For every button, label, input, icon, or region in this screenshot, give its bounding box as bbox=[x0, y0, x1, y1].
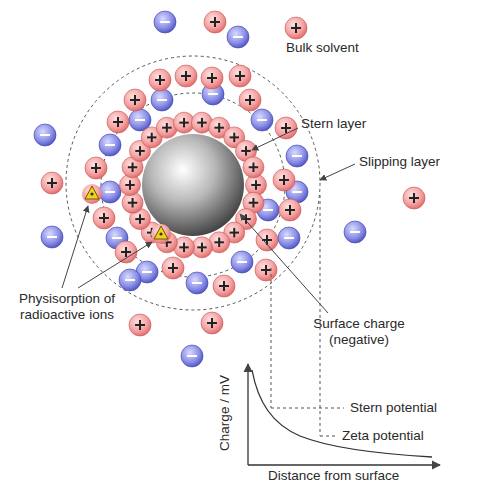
anion bbox=[278, 227, 300, 249]
callout-label: Distance from surface bbox=[268, 468, 399, 484]
cation bbox=[115, 241, 137, 263]
cation bbox=[129, 314, 151, 336]
cation bbox=[275, 117, 297, 139]
callout-label: Slipping layer bbox=[359, 154, 440, 170]
layer-boundaries bbox=[66, 56, 320, 310]
x-axis bbox=[248, 464, 440, 465]
anion bbox=[231, 251, 253, 273]
guide-line bbox=[320, 436, 338, 437]
cation bbox=[256, 229, 278, 251]
cation bbox=[403, 187, 425, 209]
callout-label: Physisorption of radioactive ions bbox=[8, 291, 126, 323]
anion bbox=[119, 269, 141, 291]
leader-line bbox=[252, 128, 298, 150]
anion bbox=[151, 89, 173, 111]
cation bbox=[107, 111, 129, 133]
guide-line bbox=[271, 408, 344, 409]
anion bbox=[344, 221, 366, 243]
anion bbox=[286, 145, 308, 167]
radioactive-ion bbox=[82, 184, 102, 204]
leader-line bbox=[240, 214, 328, 313]
cation bbox=[85, 157, 107, 179]
slipping-boundary bbox=[66, 56, 320, 310]
anion bbox=[181, 345, 203, 367]
anion bbox=[34, 124, 56, 146]
cation bbox=[93, 207, 115, 229]
anion bbox=[99, 181, 121, 203]
potential-guides bbox=[271, 195, 344, 436]
cation bbox=[229, 65, 251, 87]
cation bbox=[285, 17, 307, 39]
stern-ions bbox=[120, 112, 267, 258]
cation bbox=[124, 89, 146, 111]
leader-line bbox=[62, 206, 88, 288]
cation bbox=[162, 257, 184, 279]
cation bbox=[149, 69, 171, 91]
callout-label: Surface charge (negative) bbox=[300, 316, 418, 348]
cation bbox=[273, 169, 295, 191]
anion bbox=[227, 26, 249, 48]
leader-line bbox=[78, 242, 152, 288]
cation bbox=[243, 157, 264, 178]
guide-line bbox=[271, 268, 272, 408]
cation bbox=[201, 312, 223, 334]
callout-label: Bulk solvent bbox=[286, 40, 359, 56]
cation bbox=[204, 11, 226, 33]
leader-line bbox=[320, 164, 355, 180]
axis-label: Charge / mV bbox=[217, 375, 233, 451]
graph-axes bbox=[248, 364, 440, 465]
callout-label: Zeta potential bbox=[342, 428, 424, 444]
cation bbox=[279, 199, 301, 221]
stern-boundary bbox=[101, 93, 285, 277]
guide-line bbox=[320, 195, 321, 436]
cation bbox=[255, 259, 277, 281]
particle-sphere bbox=[142, 134, 244, 236]
y-axis bbox=[247, 364, 248, 465]
cation bbox=[239, 89, 261, 111]
cation bbox=[213, 275, 235, 297]
anion bbox=[41, 226, 63, 248]
callout-label: Stern potential bbox=[350, 400, 437, 416]
anion bbox=[251, 109, 273, 131]
anion bbox=[154, 11, 176, 33]
callout-label: Stern layer bbox=[301, 116, 366, 132]
cation bbox=[175, 65, 197, 87]
anion bbox=[186, 272, 208, 294]
radioactive-ions bbox=[82, 184, 171, 244]
anion bbox=[99, 134, 121, 156]
leader-lines bbox=[62, 128, 355, 313]
cation bbox=[201, 67, 223, 89]
cation bbox=[41, 172, 63, 194]
radioactive-ion bbox=[151, 224, 171, 244]
